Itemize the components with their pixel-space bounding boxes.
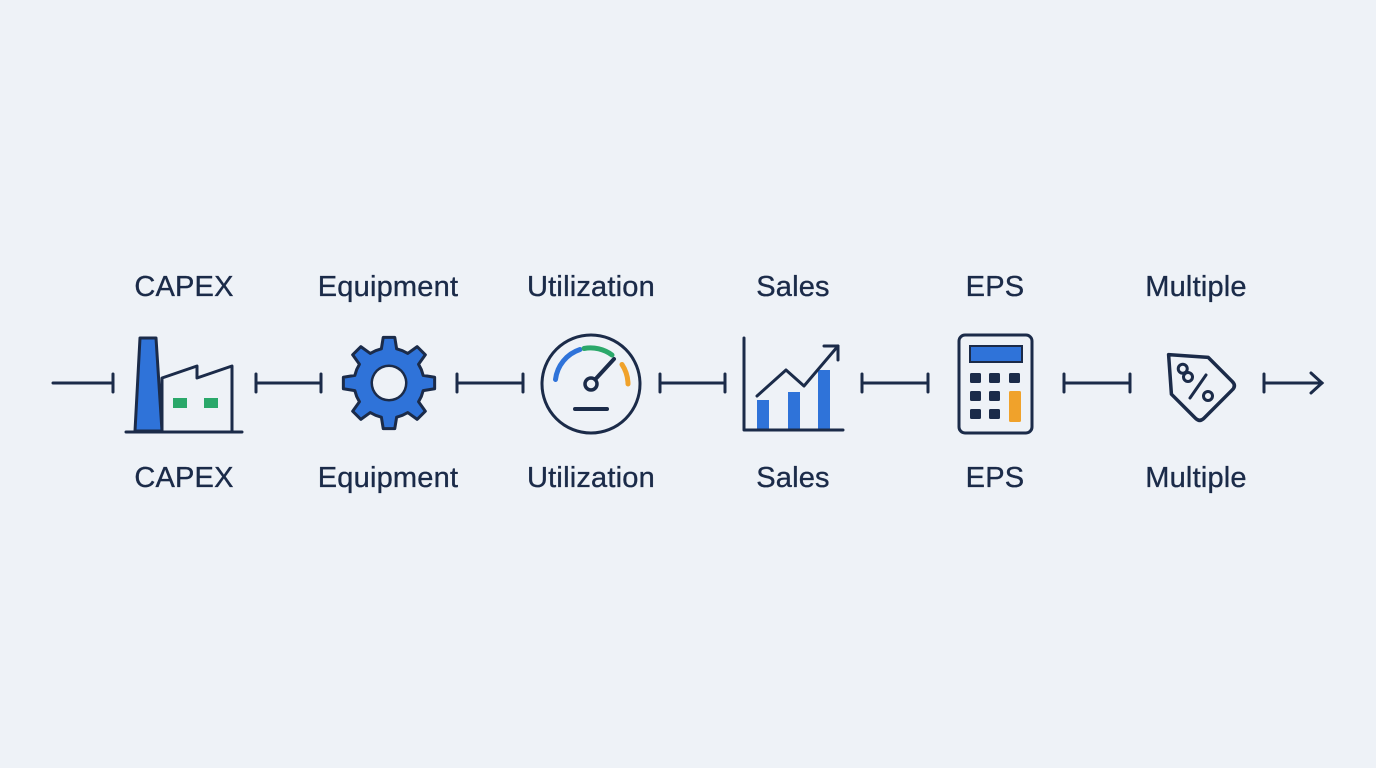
step-label-bottom-capex: CAPEX <box>134 462 234 494</box>
speedometer-gauge-icon <box>540 333 642 435</box>
step-label-top-capex: CAPEX <box>134 271 234 303</box>
calculator-icon <box>957 333 1034 435</box>
step-label-top-utilization: Utilization <box>527 271 655 303</box>
percent-sign <box>1182 371 1214 402</box>
connector-capex-equipment <box>254 372 323 394</box>
step-label-top-multiple: Multiple <box>1145 271 1247 303</box>
step-label-bottom-equipment: Equipment <box>317 462 459 494</box>
rising-bar-chart-icon <box>742 336 845 432</box>
step-label-bottom-eps: EPS <box>965 462 1025 494</box>
calculator-keys <box>970 373 1020 419</box>
connector-equipment-utilization <box>455 372 525 394</box>
step-label-bottom-sales: Sales <box>756 462 830 494</box>
connector-start <box>51 372 115 394</box>
connector-end-arrow <box>1262 371 1325 395</box>
connectors <box>51 371 1325 395</box>
connector-sales-eps <box>860 372 930 394</box>
connector-utilization-sales <box>658 372 727 394</box>
step-label-bottom-multiple: Multiple <box>1145 462 1247 494</box>
step-label-top-sales: Sales <box>756 271 830 303</box>
connector-eps-multiple <box>1062 372 1132 394</box>
step-label-top-eps: EPS <box>965 271 1025 303</box>
gear-icon <box>341 335 437 431</box>
step-label-top-equipment: Equipment <box>317 271 459 303</box>
step-label-bottom-utilization: Utilization <box>527 462 655 494</box>
factory-icon <box>124 336 244 434</box>
